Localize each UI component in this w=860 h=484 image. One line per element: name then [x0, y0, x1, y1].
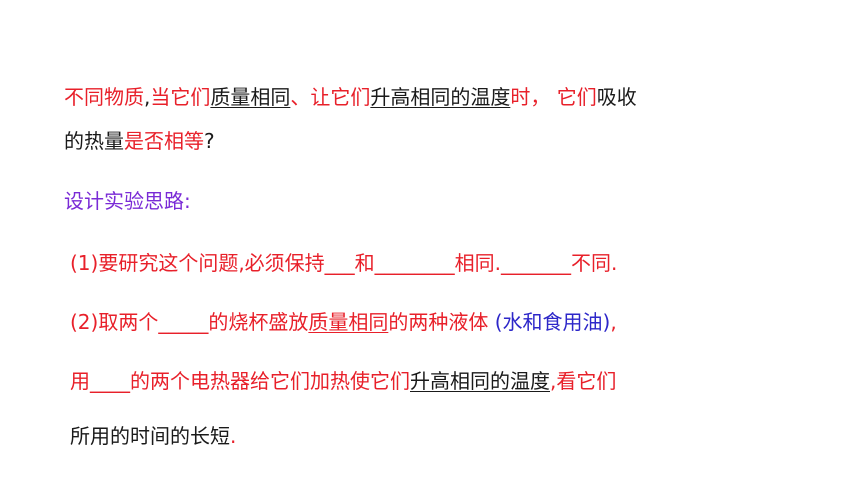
- liquids-note: (水和食用油): [488, 310, 611, 334]
- question-text: 的热量: [64, 129, 124, 153]
- step-3-text: 用____的两个电热器给它们加热使它们: [70, 369, 410, 393]
- question-line-1: 不同物质,当它们质量相同、让它们升高相同的温度时， 它们吸收: [64, 82, 637, 112]
- question-text: ,: [144, 85, 151, 109]
- question-text: ?: [204, 129, 215, 153]
- step-4-text: 所用的时间的长短: [70, 424, 230, 448]
- underlined-term-same-temperature-rise: 升高相同的温度: [410, 369, 550, 393]
- step-4-text: .: [230, 424, 237, 448]
- question-text: 不同物质: [64, 85, 144, 109]
- step-3: 用____的两个电热器给它们加热使它们升高相同的温度,看它们: [70, 366, 616, 396]
- underlined-term-same-temperature-rise: 升高相同的温度: [370, 85, 511, 109]
- question-text: 吸收: [596, 85, 637, 109]
- question-text: 它们: [550, 85, 597, 109]
- question-text: 、让它们: [290, 85, 371, 109]
- question-text: 当它们: [150, 85, 211, 109]
- step-2: (2)取两个_____的烧杯盛放质量相同的两种液体 (水和食用油),: [70, 307, 617, 337]
- step-1: (1)要研究这个问题,必须保持___和________相同._______不同.: [70, 248, 617, 278]
- step-3-text: ,看它们: [550, 369, 617, 393]
- step-4: 所用的时间的长短.: [70, 421, 236, 451]
- design-heading: 设计实验思路:: [64, 189, 191, 213]
- question-line-2: 的热量是否相等?: [64, 126, 215, 156]
- underlined-term-same-mass: 质量相同: [308, 310, 389, 334]
- step-2-text: (2)取两个_____的烧杯盛放: [70, 310, 309, 334]
- step-2-text: ,: [610, 310, 617, 334]
- step-1-text: (1)要研究这个问题,必须保持___和________相同._______不同.: [70, 251, 618, 275]
- underlined-term-same-mass: 质量相同: [210, 85, 291, 109]
- question-text: 是否相等: [124, 129, 204, 153]
- step-2-text: 的两种液体: [388, 310, 489, 334]
- question-text: 时，: [510, 85, 551, 109]
